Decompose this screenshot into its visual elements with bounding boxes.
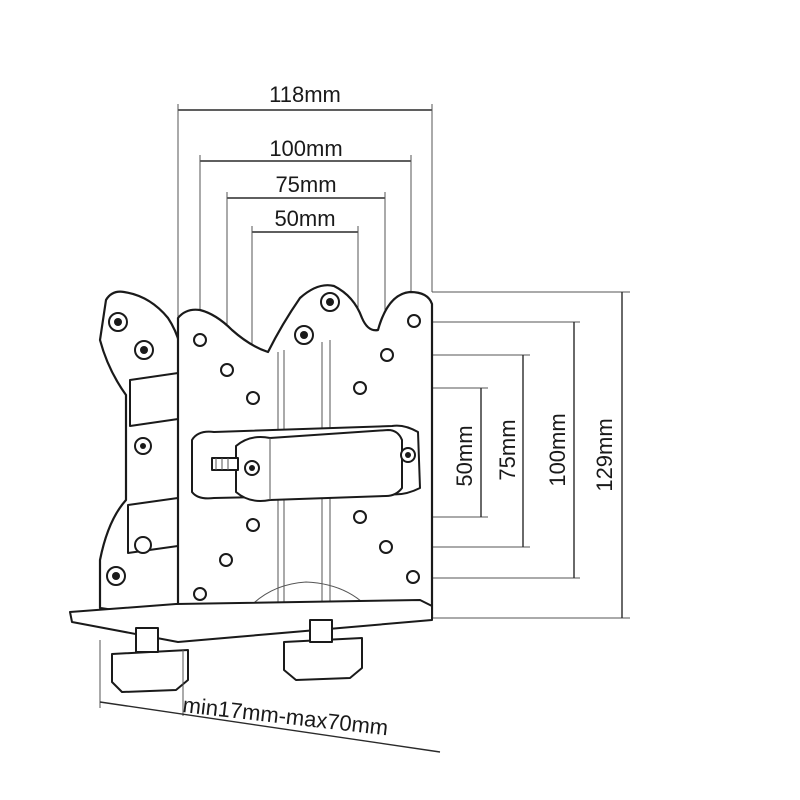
- back-plate-holes: [106, 292, 340, 586]
- vertical-dimensions: 129mm 100mm 75mm 50mm: [370, 291, 630, 619]
- dim-100v-label: 100mm: [545, 413, 570, 486]
- right-clamp-stem: [309, 619, 333, 643]
- dim-129-label: 129mm: [592, 418, 617, 491]
- front-hole-100-br: [406, 570, 420, 584]
- left-clamp-pad: [111, 649, 189, 693]
- back-hole-3-center: [140, 443, 146, 449]
- dim-75-label: 75mm: [275, 172, 336, 197]
- front-hole-50-tl: [246, 391, 260, 405]
- back-hole-4: [134, 536, 152, 554]
- front-hole-129-tr: [407, 314, 421, 328]
- right-clamp-pad: [283, 637, 363, 681]
- left-clamp-stem: [135, 627, 159, 653]
- front-hole-75-br: [379, 540, 393, 554]
- front-hole-75-tl: [220, 363, 234, 377]
- front-plate-holes: [193, 314, 421, 601]
- dim-75v-label: 75mm: [495, 419, 520, 480]
- dim-50v-label: 50mm: [452, 425, 477, 486]
- base-foot: [69, 599, 433, 643]
- front-hole-50-bl: [246, 518, 260, 532]
- clamp-range-label: min17mm-max70mm: [181, 692, 389, 740]
- clamp-hole-right-center: [405, 452, 411, 458]
- dim-100-label: 100mm: [269, 136, 342, 161]
- mount-drawing: [69, 284, 434, 693]
- front-hole-75-bl: [219, 553, 233, 567]
- front-hole-100-tr: [380, 348, 394, 362]
- clamp-range-line: [99, 701, 441, 753]
- back-hole-6-center: [326, 298, 334, 306]
- front-hole-100-tl: [193, 333, 207, 347]
- dim-118-label: 118mm: [269, 82, 341, 107]
- clamp-cap: [235, 429, 403, 502]
- front-hole-100-bl: [193, 587, 207, 601]
- back-hole-7-center: [300, 331, 308, 339]
- dim-50-label: 50mm: [274, 206, 335, 231]
- back-hole-5-center: [112, 572, 120, 580]
- back-hole-2-center: [140, 346, 148, 354]
- front-hole-75-tr: [353, 381, 367, 395]
- clamp-screw: [211, 457, 239, 471]
- front-hole-50-br: [353, 510, 367, 524]
- clamp-hole-left-center: [249, 465, 255, 471]
- back-hole-1-center: [114, 318, 122, 326]
- upper-cross-bar: [129, 371, 186, 427]
